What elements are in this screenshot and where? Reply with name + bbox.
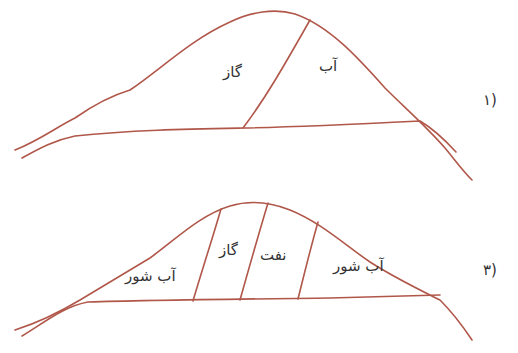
contact-line <box>193 209 221 301</box>
rock-region: آب شور <box>331 256 386 276</box>
dome-base <box>22 295 440 336</box>
fluid-label: آب شور <box>125 267 176 285</box>
contact-line <box>243 20 310 128</box>
fluid-label: آب شور <box>333 257 384 275</box>
rock-region: گاز <box>217 240 240 260</box>
dome-base <box>22 121 456 158</box>
rock-region: آب شور <box>123 266 178 286</box>
dome-outline <box>15 203 472 340</box>
option-number: ۱) <box>483 91 497 109</box>
fluid-label: آب <box>319 57 337 75</box>
rock-region: نفت <box>258 245 289 265</box>
rock-region: گاز <box>221 62 244 82</box>
dome-outline <box>15 11 472 180</box>
rock-region: آب <box>317 56 339 76</box>
fluid-label: گاز <box>219 241 238 259</box>
fluid-label: نفت <box>260 246 287 264</box>
contact-line <box>298 222 318 299</box>
fluid-label: گاز <box>223 63 242 81</box>
option-number: ۳) <box>483 261 497 279</box>
